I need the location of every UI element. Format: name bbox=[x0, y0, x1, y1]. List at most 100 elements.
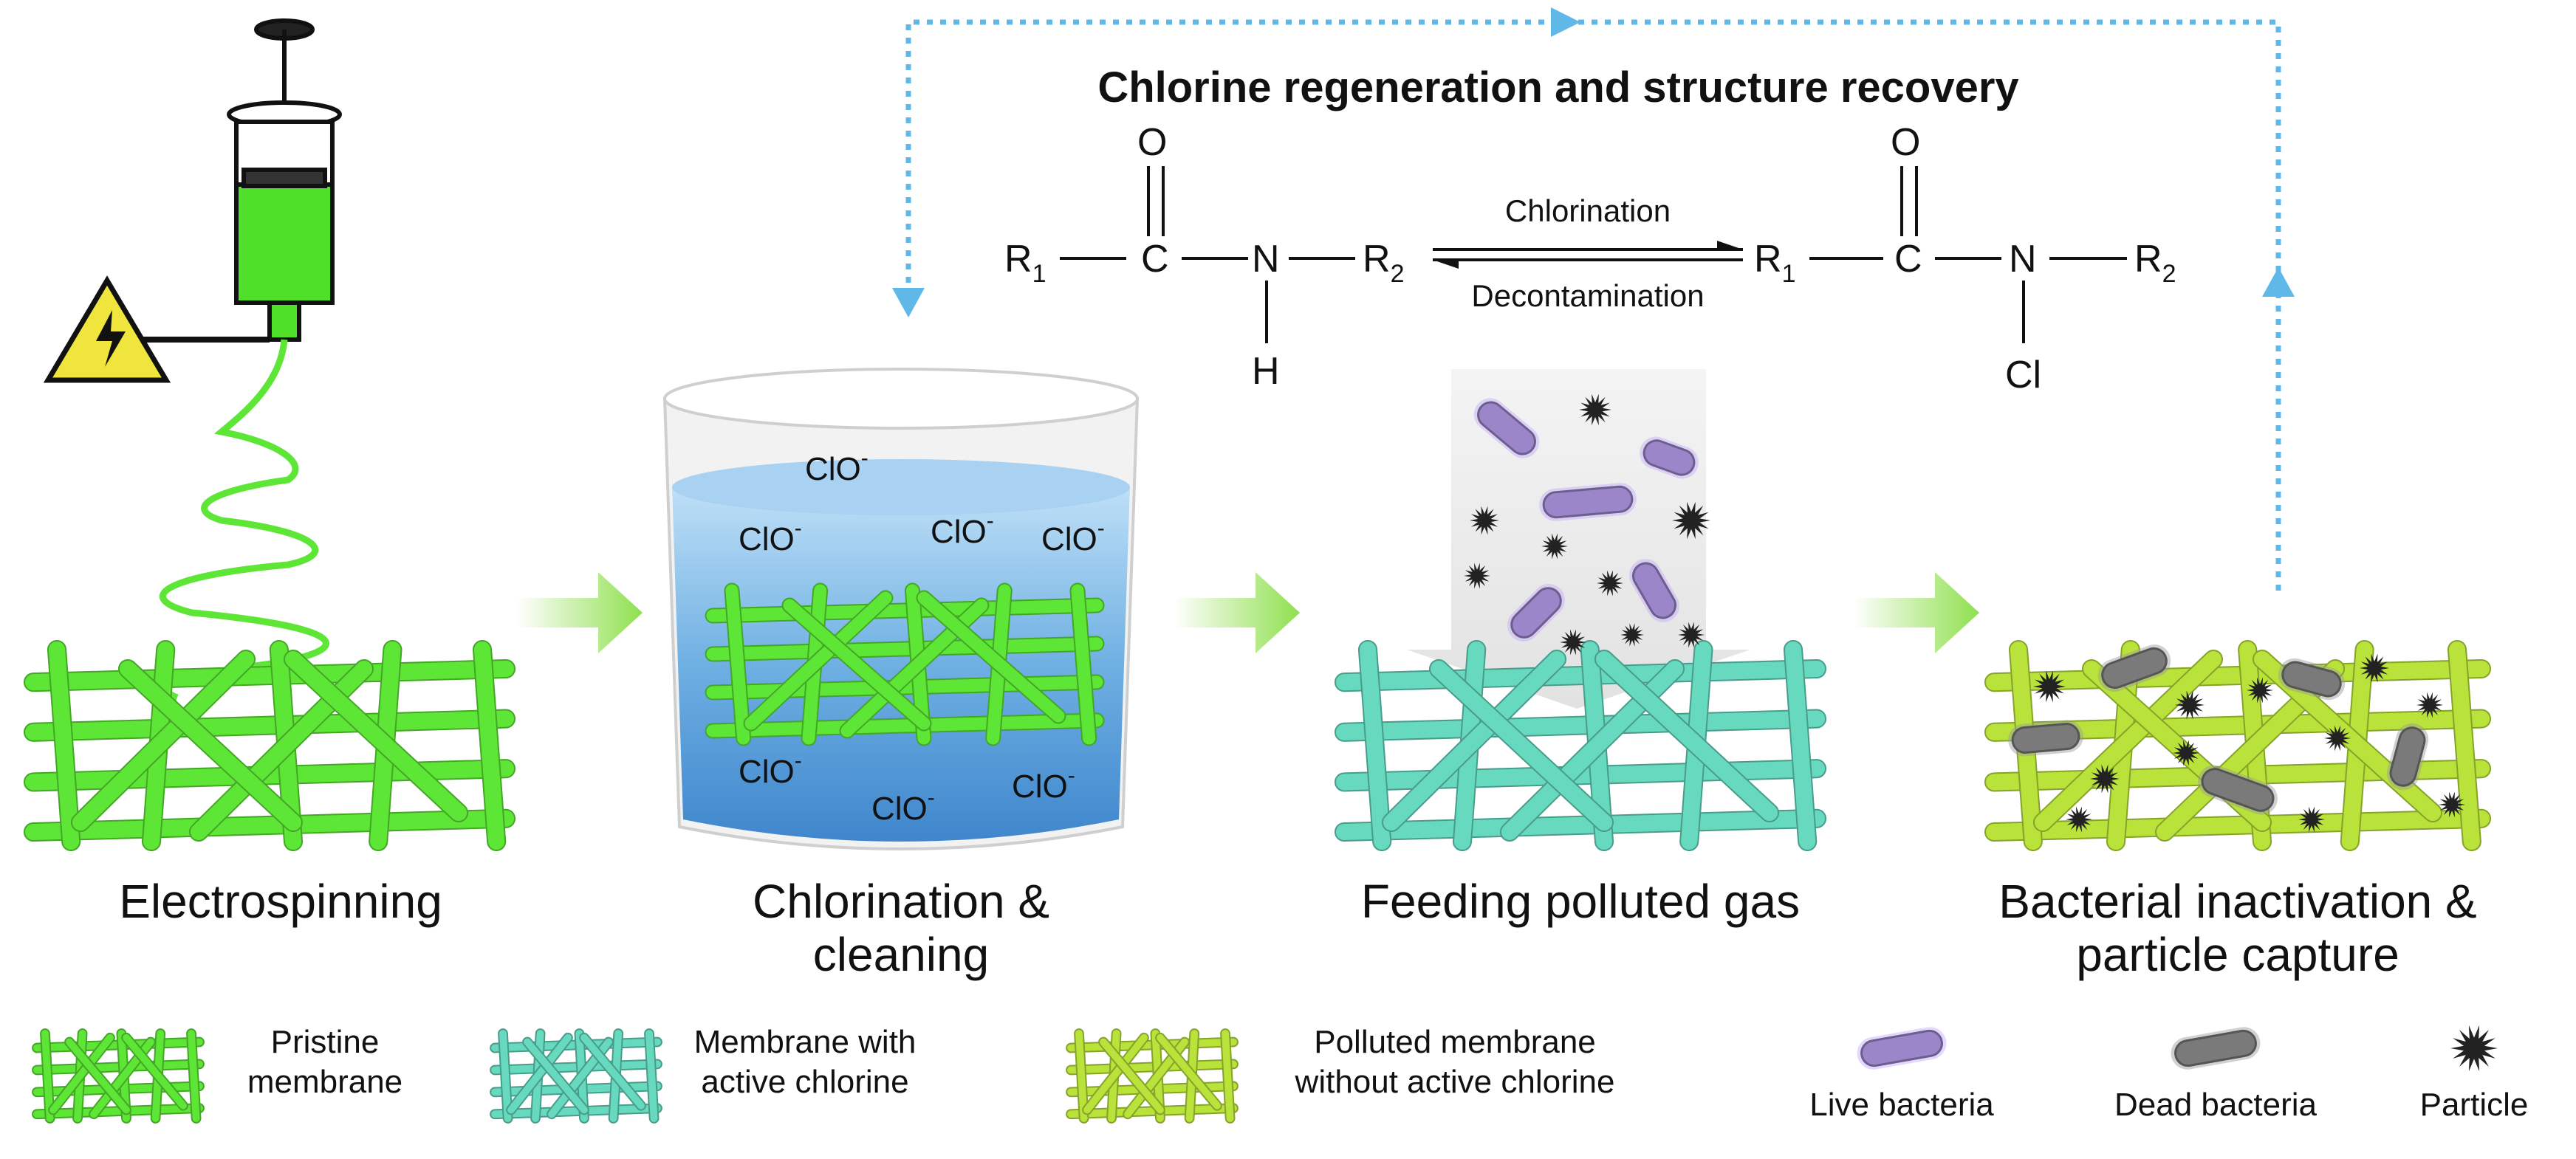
fiber bbox=[1359, 641, 1391, 850]
particle-icon bbox=[2298, 806, 2325, 833]
particle-icon bbox=[1560, 629, 1586, 656]
fiber bbox=[1595, 650, 1778, 822]
hypochlorite-ion: ClO- bbox=[871, 785, 935, 827]
fiber bbox=[580, 1034, 645, 1110]
bacteria-icon bbox=[1629, 559, 1679, 622]
stage-label-electrospinning: Electrospinning bbox=[119, 875, 442, 928]
legend-label-live-bacteria: Live bacteria bbox=[1809, 1087, 1994, 1123]
step-arrow-1 bbox=[517, 572, 643, 653]
captured-pollutants bbox=[2008, 644, 2465, 833]
fiber-membrane-icon bbox=[705, 582, 1105, 746]
fiber bbox=[706, 599, 1103, 622]
fiber bbox=[41, 1030, 54, 1122]
fiber bbox=[24, 660, 515, 691]
fiber bbox=[33, 1060, 203, 1074]
legend-pristine-icon bbox=[32, 1028, 205, 1124]
fiber bbox=[2448, 641, 2480, 850]
particle-icon bbox=[1470, 506, 1499, 535]
fiber bbox=[491, 1060, 661, 1074]
right-o: O bbox=[1891, 121, 1920, 164]
particle-icon bbox=[1597, 570, 1623, 596]
fiber bbox=[491, 1104, 661, 1118]
fiber bbox=[1335, 710, 1826, 740]
left-c: C bbox=[1141, 238, 1169, 281]
hypochlorite-ion: ClO- bbox=[1012, 763, 1075, 805]
fiber bbox=[49, 1034, 114, 1114]
fiber bbox=[524, 1038, 588, 1114]
particle-icon bbox=[2450, 1025, 2498, 1072]
fiber bbox=[123, 1034, 187, 1110]
left-r1: R1 bbox=[1004, 238, 1046, 288]
legend-polluted-icon bbox=[1066, 1028, 1239, 1124]
fiber bbox=[1067, 1104, 1237, 1118]
fiber-membrane-icon bbox=[23, 639, 516, 852]
fiber bbox=[1157, 1034, 1221, 1110]
legend-label-particle: Particle bbox=[2419, 1087, 2529, 1123]
fiber bbox=[1335, 660, 1826, 691]
electrospinning-jet bbox=[159, 339, 329, 701]
fiber bbox=[645, 1030, 658, 1122]
fiber bbox=[1083, 1034, 1148, 1114]
bacteria-icon bbox=[2278, 658, 2346, 701]
recycle-loop-arrow bbox=[892, 7, 2295, 591]
fiber bbox=[473, 641, 505, 850]
bacteria-icon bbox=[1507, 584, 1565, 642]
right-r1: R1 bbox=[1754, 238, 1795, 288]
right-c: C bbox=[1894, 238, 1922, 281]
right-n: N bbox=[2009, 238, 2037, 281]
particle-icon bbox=[2175, 690, 2205, 720]
fiber bbox=[2034, 650, 2222, 831]
fiber bbox=[744, 591, 892, 730]
fiber bbox=[1985, 810, 2490, 841]
fiber bbox=[706, 714, 1103, 737]
right-cl: Cl bbox=[2005, 354, 2041, 396]
bacteria-icon bbox=[2097, 644, 2171, 692]
bacteria-icon bbox=[1473, 398, 1540, 458]
fiber bbox=[119, 660, 302, 831]
fiber bbox=[1067, 1060, 1237, 1074]
hypochlorite-ion: ClO- bbox=[739, 516, 802, 557]
fiber bbox=[72, 650, 255, 831]
fiber bbox=[917, 591, 1065, 723]
bacteria-icon bbox=[1640, 436, 1699, 479]
fiber bbox=[1071, 584, 1096, 745]
particle-icon bbox=[1620, 623, 1644, 647]
fiber-membrane-icon bbox=[1334, 639, 1827, 852]
legend-dead-bacteria-icon bbox=[2171, 1027, 2261, 1070]
fiber bbox=[1985, 660, 2490, 691]
bacteria-icon bbox=[2386, 723, 2429, 791]
fiber bbox=[33, 1104, 203, 1118]
hypochlorite-ion: ClO- bbox=[805, 446, 869, 487]
particle-icon bbox=[1579, 393, 1611, 426]
legend-label-dead-bacteria: Dead bacteria bbox=[2114, 1087, 2317, 1123]
hypochlorite-ion: ClO- bbox=[1041, 516, 1105, 557]
fiber bbox=[725, 584, 750, 745]
legend-active-icon bbox=[490, 1028, 662, 1124]
reaction-scheme: R1 C O N H R2 Chlorination Decontaminati… bbox=[1004, 121, 2176, 396]
syringe-icon bbox=[227, 18, 342, 342]
fiber bbox=[48, 641, 80, 850]
stage-label-chlorination: Chlorination &cleaning bbox=[753, 875, 1049, 981]
fiber bbox=[24, 710, 515, 740]
particle-icon bbox=[2033, 670, 2066, 703]
fiber bbox=[1222, 1030, 1234, 1122]
particle-icon bbox=[2416, 692, 2443, 718]
legend-particle-icon bbox=[2450, 1025, 2498, 1072]
particle-icon bbox=[2173, 740, 2199, 766]
particle-icon bbox=[2360, 653, 2389, 683]
particle-icon bbox=[1672, 501, 1710, 540]
left-o: O bbox=[1137, 121, 1167, 164]
fiber bbox=[188, 1030, 200, 1122]
reverse-label: Decontamination bbox=[1471, 278, 1704, 313]
stage-label-capture: Bacterial inactivation &particle capture bbox=[1998, 875, 2477, 981]
fiber bbox=[1075, 1030, 1088, 1122]
fiber bbox=[507, 1034, 572, 1114]
particle-icon bbox=[1541, 533, 1568, 560]
right-r2: R2 bbox=[2134, 238, 2176, 288]
particle-icon bbox=[1678, 622, 1705, 648]
fiber bbox=[24, 810, 515, 841]
bacteria-icon bbox=[2198, 765, 2278, 815]
